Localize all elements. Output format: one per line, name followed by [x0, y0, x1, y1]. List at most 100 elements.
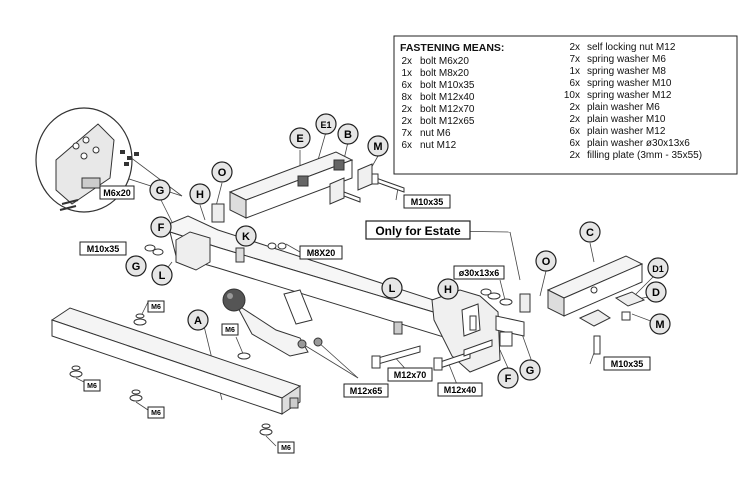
size-label-washer: ø30x13x6 — [453, 265, 505, 280]
size-label-m12x65: M12x65 — [343, 383, 389, 398]
part-callout-f: F — [150, 216, 172, 238]
part-callout-h: H — [189, 183, 211, 205]
size-label-m12x40: M12x40 — [437, 382, 483, 397]
part-callout-m: M — [367, 135, 389, 157]
filling-plates — [329, 163, 373, 205]
size-label-m6: M6 — [147, 300, 165, 313]
svg-text:M6: M6 — [87, 383, 97, 390]
legend-desc: spring washer M10 — [587, 78, 672, 89]
legend-desc: bolt M12x65 — [420, 116, 475, 127]
legend-qty: 6x — [401, 80, 412, 91]
part-callout-c: C — [579, 221, 601, 243]
part-letter: L — [389, 283, 396, 295]
size-label-m10x35: M10x35 — [403, 194, 451, 209]
part-callout-l: L — [381, 277, 403, 299]
svg-text:M8X20: M8X20 — [307, 248, 336, 258]
legend-qty: 8x — [401, 92, 412, 103]
part-callout-o: O — [535, 250, 557, 272]
size-label-m6: M6 — [83, 379, 101, 392]
legend-desc: bolt M10x35 — [420, 80, 475, 91]
side-frame-left — [50, 307, 302, 415]
legend-qty: 2x — [569, 42, 580, 53]
legend-desc: self locking nut M12 — [587, 42, 676, 53]
legend-desc: bolt M8x20 — [420, 68, 469, 79]
legend-qty: 1x — [401, 68, 412, 79]
legend-desc: spring washer M12 — [587, 90, 672, 101]
part-letter: E1 — [320, 120, 331, 130]
tow-ball — [222, 288, 323, 357]
svg-text:M6x20: M6x20 — [103, 188, 131, 198]
part-letter: G — [526, 365, 535, 377]
legend-qty: 6x — [569, 126, 580, 137]
part-letter: K — [242, 231, 250, 243]
svg-text:ø30x13x6: ø30x13x6 — [459, 268, 500, 278]
legend-box — [393, 35, 738, 175]
size-label-m10x35: M10x35 — [603, 356, 651, 371]
size-label-m6: M6 — [221, 323, 239, 336]
part-letter: M — [373, 141, 382, 153]
legend-qty: 6x — [569, 78, 580, 89]
svg-text:M10x35: M10x35 — [87, 244, 120, 254]
svg-text:M12x40: M12x40 — [444, 385, 477, 395]
legend-qty: 2x — [401, 116, 412, 127]
svg-text:M12x65: M12x65 — [350, 386, 383, 396]
part-callout-d: D — [645, 281, 667, 303]
side-frame-c — [469, 255, 644, 347]
part-letter: E — [296, 133, 303, 145]
svg-text:M10x35: M10x35 — [411, 197, 444, 207]
bolts-long — [371, 339, 493, 371]
svg-text:M6: M6 — [151, 410, 161, 417]
legend-desc: nut M6 — [420, 128, 451, 139]
part-callout-e: E — [289, 127, 311, 149]
legend-qty: 7x — [569, 54, 580, 65]
legend-qty: 2x — [569, 102, 580, 113]
size-label-m8x20: M8X20 — [299, 245, 343, 260]
part-letter: F — [158, 222, 165, 234]
svg-text:Only for Estate: Only for Estate — [375, 224, 461, 238]
part-callout-g: G — [149, 179, 171, 201]
part-callout-d1: D1 — [647, 257, 669, 279]
part-callout-g: G — [519, 359, 541, 381]
svg-text:M12x70: M12x70 — [394, 370, 427, 380]
legend-qty: 6x — [401, 140, 412, 151]
legend-desc: nut M12 — [420, 140, 457, 151]
legend-qty: 1x — [569, 66, 580, 77]
legend-qty: 7x — [401, 128, 412, 139]
legend-desc: filling plate (3mm - 35x55) — [587, 150, 703, 161]
part-letter: G — [156, 185, 165, 197]
part-letter: D — [652, 287, 660, 299]
part-callout-m: M — [649, 313, 671, 335]
part-letter: D1 — [652, 264, 664, 274]
size-label-m6x20: M6x20 — [99, 185, 135, 200]
legend-desc: bolt M12x40 — [420, 92, 475, 103]
size-label-m10x35: M10x35 — [79, 241, 127, 256]
part-callout-e1: E1 — [315, 113, 337, 135]
legend-qty: 10x — [563, 90, 580, 101]
washers — [69, 242, 513, 436]
svg-text:M10x35: M10x35 — [611, 359, 644, 369]
legend-desc: bolt M6x20 — [420, 56, 469, 67]
size-label-m12x70: M12x70 — [387, 367, 433, 382]
legend-desc: bolt M12x70 — [420, 104, 475, 115]
part-letter: M — [655, 319, 664, 331]
side-frame-right — [228, 151, 354, 219]
legend-title: FASTENING MEANS: — [400, 42, 505, 54]
legend-qty: 2x — [401, 56, 412, 67]
legend-desc: spring washer M8 — [587, 66, 666, 77]
legend-qty: 6x — [569, 138, 580, 149]
part-letter: L — [159, 270, 166, 282]
size-label-m6: M6 — [147, 406, 165, 419]
legend-desc: plain washer M10 — [587, 114, 666, 125]
part-callout-f: F — [497, 367, 519, 389]
part-callout-b: B — [337, 123, 359, 145]
svg-text:M6: M6 — [151, 304, 161, 311]
d-plates — [578, 286, 646, 355]
legend-desc: plain washer M12 — [587, 126, 666, 137]
part-letter: C — [586, 227, 594, 239]
legend-qty: 2x — [569, 114, 580, 125]
legend-desc: plain washer M6 — [587, 102, 660, 113]
part-letter: B — [344, 129, 352, 141]
part-letter: O — [542, 256, 551, 268]
